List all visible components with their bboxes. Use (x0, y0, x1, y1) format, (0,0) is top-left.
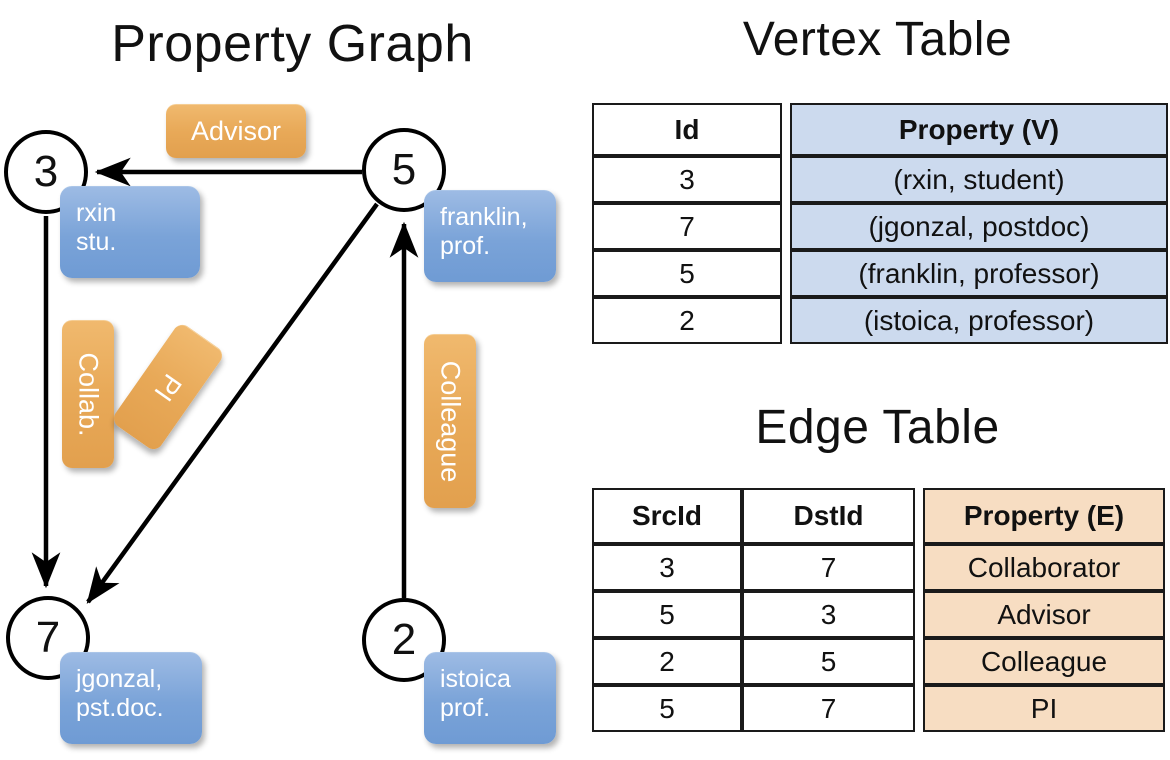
vertex-property-box-2[interactable]: istoica prof. (424, 652, 556, 744)
vertex-row-0-property: (rxin, student) (790, 156, 1168, 203)
table-row[interactable]: 2 5 Colleague (592, 638, 1165, 685)
edge-table-header-row: SrcId DstId Property (E) (592, 488, 1165, 544)
edge-row-1-src: 5 (592, 591, 742, 638)
graph-node-2-label: 2 (391, 615, 417, 664)
edge-row-1-dst: 3 (742, 591, 915, 638)
edge-row-3-dst: 7 (742, 685, 915, 732)
graph-node-5[interactable]: 5 (362, 128, 446, 212)
vertex-property-box-3[interactable]: rxin stu. (60, 186, 200, 278)
vertex-table-column-gap (782, 297, 790, 344)
page-title-edge-table: Edge Table (755, 401, 1000, 454)
edge-row-2-src: 2 (592, 638, 742, 685)
edge-label-colleague[interactable]: Colleague (424, 334, 476, 508)
table-row[interactable]: 5 7 PI (592, 685, 1165, 732)
property-graph-panel: Property Graph 3 5 7 2 rxin stu. frankli… (4, 15, 556, 744)
graph-edges (31, 157, 419, 604)
graph-node-2[interactable]: 2 (362, 598, 446, 682)
edge-row-1-property: Advisor (923, 591, 1165, 638)
edge-row-2-property: Colleague (923, 638, 1165, 685)
edge-row-2-dst: 5 (742, 638, 915, 685)
edge-row-3-src: 5 (592, 685, 742, 732)
graph-node-7-label: 7 (35, 613, 61, 662)
edge-label-pi-text: PI (148, 368, 188, 407)
vertex-row-0-id: 3 (592, 156, 782, 203)
table-row[interactable]: 2 (istoica, professor) (592, 297, 1168, 344)
edge-table-header-property: Property (E) (923, 488, 1165, 544)
edge-table-header-dstid: DstId (742, 488, 915, 544)
edge-label-advisor[interactable]: Advisor (166, 104, 306, 158)
edge-label-collab[interactable]: Collab. (62, 320, 114, 468)
graph-node-5-label: 5 (391, 145, 417, 194)
vertex-property-7-line2: pst.doc. (76, 694, 164, 722)
edge-label-collab-text: Collab. (73, 352, 104, 437)
table-row[interactable]: 7 (jgonzal, postdoc) (592, 203, 1168, 250)
edge-label-advisor-text: Advisor (190, 116, 282, 146)
vertex-table-header-id: Id (592, 103, 782, 156)
edge-row-0-src: 3 (592, 544, 742, 591)
edge-5-to-7 (86, 202, 379, 604)
vertex-property-box-5[interactable]: franklin, prof. (424, 190, 556, 282)
vertex-row-1-property: (jgonzal, postdoc) (790, 203, 1168, 250)
vertex-table-column-gap (782, 103, 790, 156)
edge-table-column-gap (915, 638, 923, 685)
edge-row-0-property: Collaborator (923, 544, 1165, 591)
edge-table-column-gap (915, 488, 923, 544)
vertex-row-2-property: (franklin, professor) (790, 250, 1168, 297)
edge-table-column-gap (915, 544, 923, 591)
page-title-property-graph: Property Graph (111, 15, 474, 73)
vertex-property-box-7[interactable]: jgonzal, pst.doc. (60, 652, 202, 744)
vertex-table-column-gap (782, 250, 790, 297)
vertex-table-header-row: Id Property (V) (592, 103, 1168, 156)
vertex-property-5-line2: prof. (440, 232, 491, 260)
vertex-property-3-line2: stu. (76, 228, 117, 256)
vertex-table: Id Property (V) 3 (rxin, student) 7 (jgo… (592, 103, 1168, 344)
page-title-vertex-table: Vertex Table (742, 13, 1013, 66)
table-row[interactable]: 5 (franklin, professor) (592, 250, 1168, 297)
vertex-table-column-gap (782, 156, 790, 203)
edge-row-0-dst: 7 (742, 544, 915, 591)
table-row[interactable]: 3 (rxin, student) (592, 156, 1168, 203)
vertex-row-3-id: 2 (592, 297, 782, 344)
edge-table: SrcId DstId Property (E) 3 7 Collaborato… (592, 488, 1165, 732)
table-row[interactable]: 3 7 Collaborator (592, 544, 1165, 591)
vertex-property-2-line2: prof. (440, 694, 491, 722)
vertex-property-2-line1: istoica (440, 665, 511, 693)
vertex-property-3-line1: rxin (76, 199, 117, 227)
edge-label-colleague-text: Colleague (435, 360, 466, 483)
edge-table-header-srcid: SrcId (592, 488, 742, 544)
vertex-property-7-line1: jgonzal, (76, 665, 163, 693)
vertex-property-5-line1: franklin, (440, 203, 528, 231)
vertex-row-3-property: (istoica, professor) (790, 297, 1168, 344)
edge-table-column-gap (915, 591, 923, 638)
edge-table-column-gap (915, 685, 923, 732)
table-row[interactable]: 5 3 Advisor (592, 591, 1165, 638)
edge-row-3-property: PI (923, 685, 1165, 732)
graph-node-3-label: 3 (33, 147, 59, 196)
vertex-table-header-property: Property (V) (790, 103, 1168, 156)
vertex-row-2-id: 5 (592, 250, 782, 297)
vertex-row-1-id: 7 (592, 203, 782, 250)
vertex-table-column-gap (782, 203, 790, 250)
